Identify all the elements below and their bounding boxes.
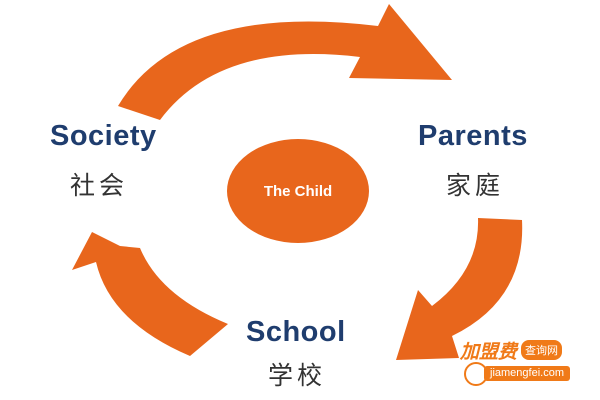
watermark-top: 加盟费 查询网 bbox=[460, 338, 592, 363]
watermark-tag: 查询网 bbox=[521, 340, 563, 360]
watermark-brand: 加盟费 bbox=[460, 340, 518, 363]
center-circle: The Child bbox=[227, 139, 369, 243]
arrow-school-to-society bbox=[72, 232, 228, 356]
school-label-zh: 学校 bbox=[268, 361, 327, 390]
center-label: The Child bbox=[263, 182, 333, 200]
arrow-society-to-parents bbox=[118, 4, 452, 120]
watermark-logo: 加盟费 查询网 jiamengfei.com bbox=[460, 338, 592, 388]
arrow-parents-to-school bbox=[396, 218, 523, 360]
society-label: Society bbox=[50, 120, 157, 152]
watermark-url: jiamengfei.com bbox=[484, 366, 570, 381]
society-label-zh: 社会 bbox=[70, 171, 129, 200]
school-label: School bbox=[246, 316, 346, 348]
parents-label: Parents bbox=[418, 120, 528, 152]
parents-label-zh: 家庭 bbox=[446, 171, 505, 200]
